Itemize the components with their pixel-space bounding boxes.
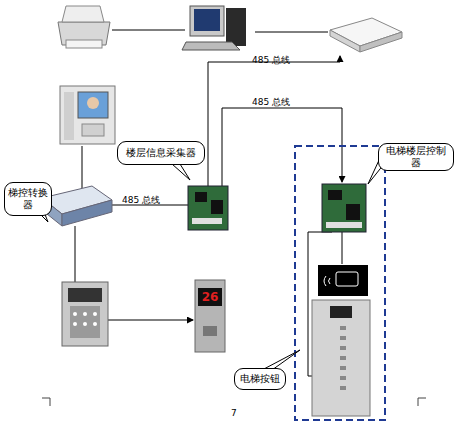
node-text: 电梯按钮: [240, 373, 280, 385]
converter-device: [42, 186, 112, 226]
dashed-enclosure: [295, 146, 385, 420]
usb-card-device: [330, 18, 402, 52]
bus-label: 7: [231, 408, 237, 418]
printer: [58, 6, 110, 48]
card-swipe-icon: [318, 265, 368, 296]
wires: [75, 30, 342, 376]
bus-label: 485 总线: [252, 54, 290, 67]
door-station: [62, 282, 108, 346]
node-text: 26: [202, 290, 219, 304]
node-text: 梯控转换器: [8, 187, 48, 211]
callout-bubble: 楼层信息采集器: [117, 141, 205, 165]
floor-display: 26: [198, 288, 222, 306]
intercom-monitor: [60, 86, 115, 144]
corner-marks: [42, 398, 426, 406]
callout-bubble: 电梯按钮: [234, 368, 286, 390]
bus-label: 485 总线: [252, 96, 290, 109]
node-text: 电梯楼层控制器: [382, 145, 450, 169]
callout-bubble: 电梯楼层控制器: [378, 143, 454, 171]
callout-bubble: 梯控转换器: [4, 182, 52, 216]
bus-label: 485 总线: [122, 194, 160, 207]
computer: [182, 6, 246, 50]
node-text: 楼层信息采集器: [126, 147, 196, 159]
elevator-indicator: [195, 280, 225, 352]
elevator-panel: [312, 300, 370, 416]
callout-tails: [40, 158, 384, 370]
controller-board: [322, 184, 366, 232]
collector-board: [188, 186, 228, 230]
